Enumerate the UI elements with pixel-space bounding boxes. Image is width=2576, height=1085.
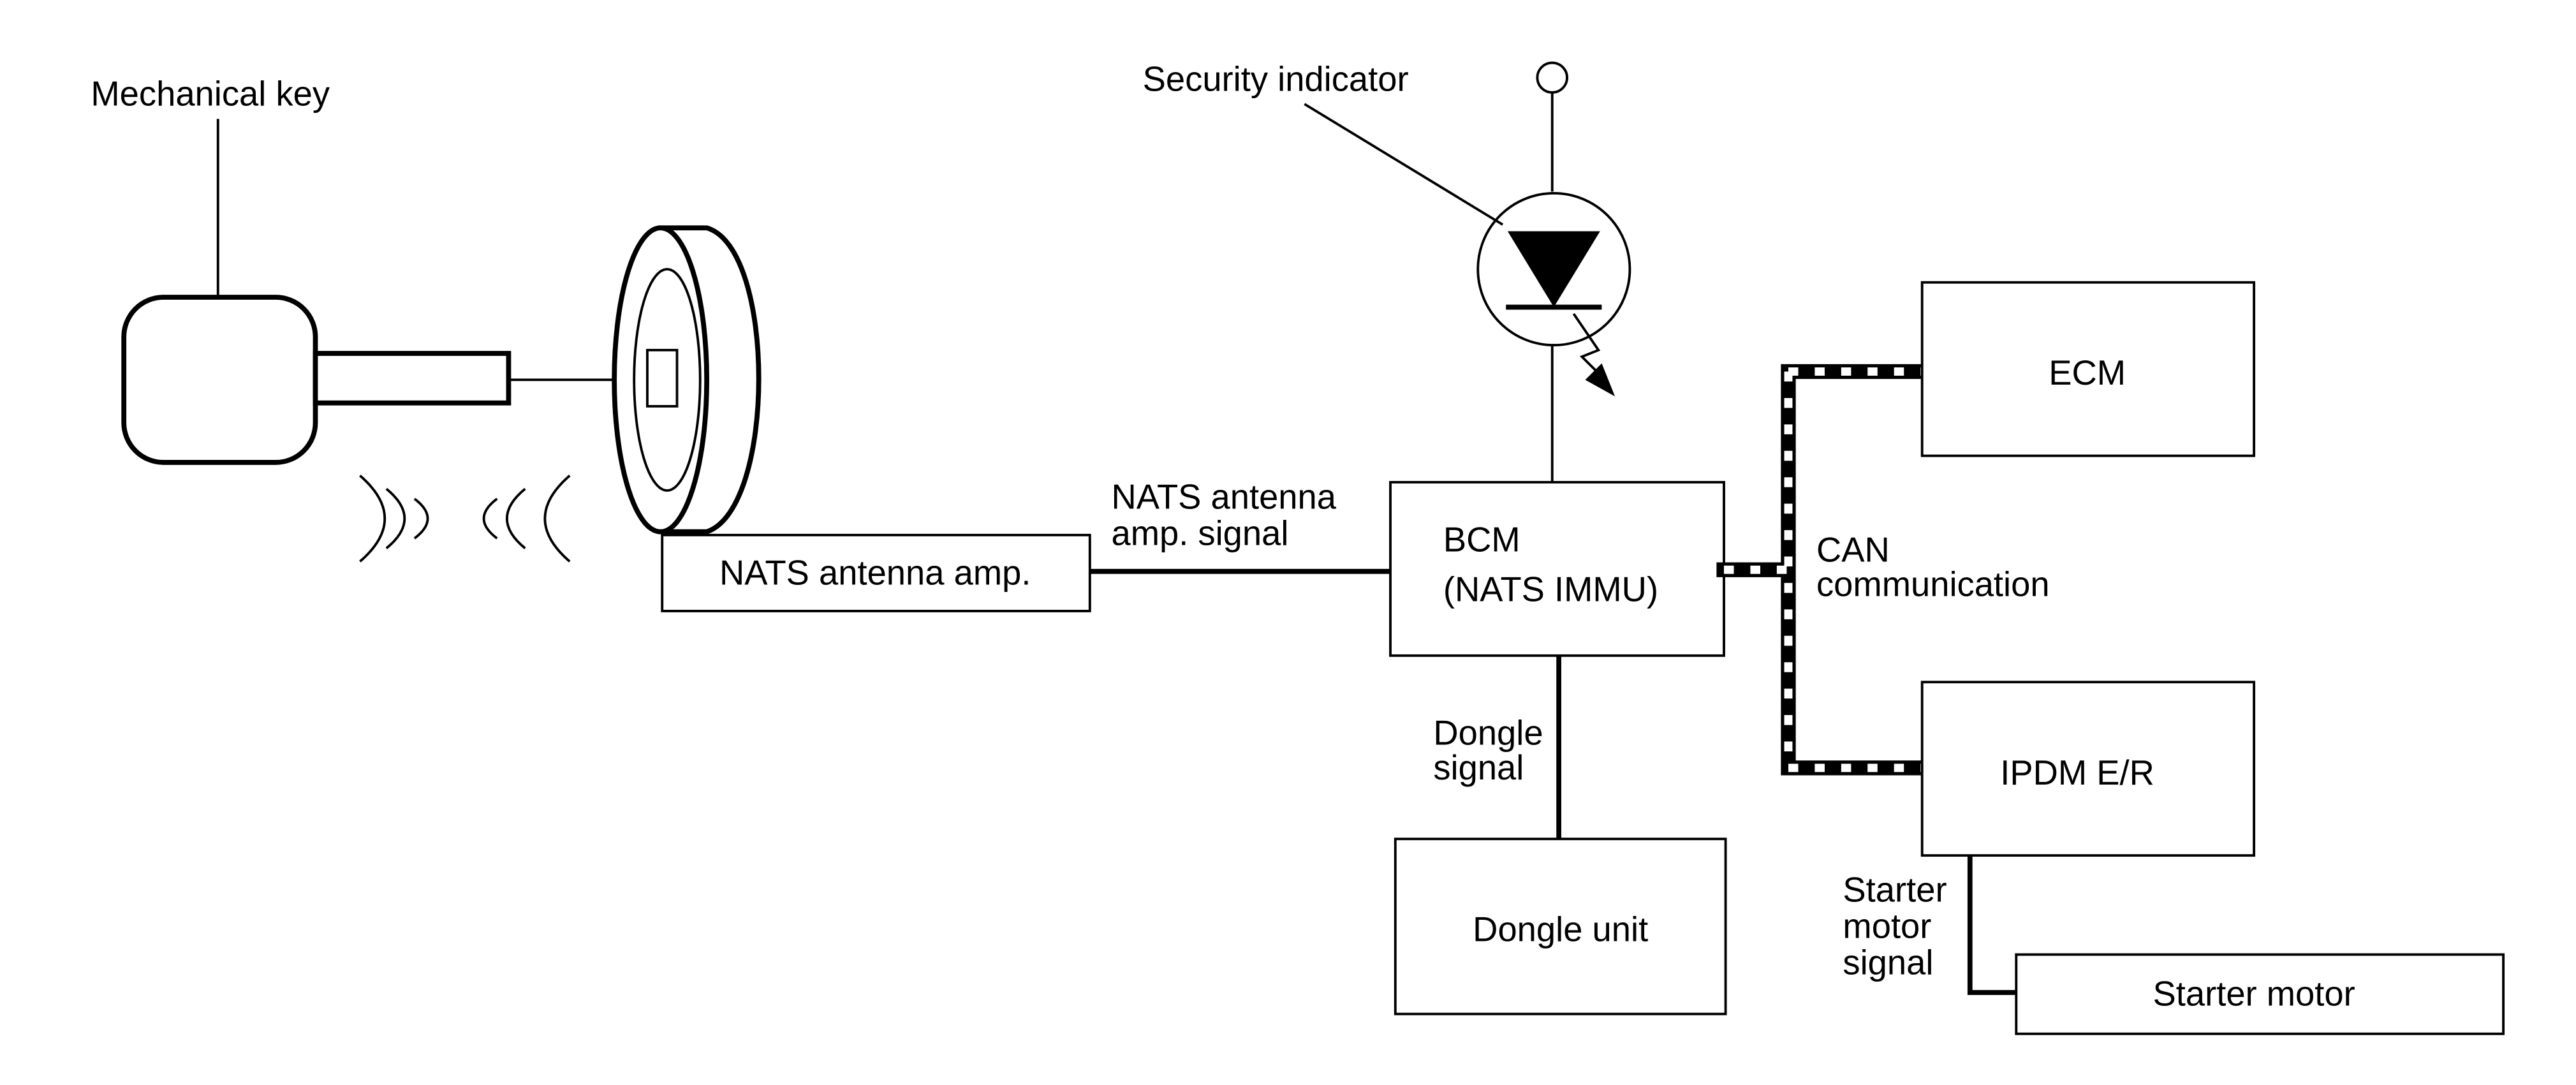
security-indicator-leader (1304, 103, 1504, 226)
mechanical-key-label: Mechanical key (91, 75, 330, 114)
starter-signal-label-3: signal (1843, 943, 1933, 982)
nats-signal-label-2: amp. signal (1111, 513, 1288, 552)
ecm-label: ECM (2049, 353, 2126, 392)
security-indicator-label: Security indicator (1143, 59, 1409, 98)
starter-motor-label: Starter motor (2153, 975, 2355, 1014)
bcm-label-2: (NATS IMMU) (1443, 570, 1658, 609)
dongle-unit-label: Dongle unit (1473, 910, 1648, 949)
security-indicator-led-icon (1476, 191, 1631, 397)
dongle-signal-label-2: signal (1433, 748, 1524, 787)
bcm-label-1: BCM (1443, 520, 1520, 559)
dongle-signal-label-1: Dongle (1433, 714, 1543, 753)
key-cylinder-ring-icon (612, 225, 762, 535)
can-bus-line (1716, 364, 1930, 776)
starter-motor-signal-line (1967, 855, 2017, 995)
ipdm-label: IPDM E/R (2000, 753, 2154, 792)
nats-signal-label-1: NATS antenna (1111, 477, 1336, 516)
starter-motor-box (2015, 953, 2505, 1035)
terminal-circle-icon (1536, 61, 1569, 94)
radio-wave-icon (359, 475, 571, 563)
ipdm-box (1920, 681, 2256, 857)
can-label-2: communication (1816, 565, 2050, 604)
dongle-unit-box (1394, 838, 1727, 1015)
bcm-box (1389, 481, 1725, 657)
starter-signal-label-2: motor (1843, 907, 1931, 946)
mechanical-key-icon (121, 295, 512, 465)
nats-antenna-amp-label: NATS antenna amp. (719, 554, 1031, 593)
starter-signal-label-1: Starter (1843, 871, 1947, 910)
can-label-1: CAN (1816, 530, 1890, 569)
ecm-box (1920, 281, 2256, 457)
